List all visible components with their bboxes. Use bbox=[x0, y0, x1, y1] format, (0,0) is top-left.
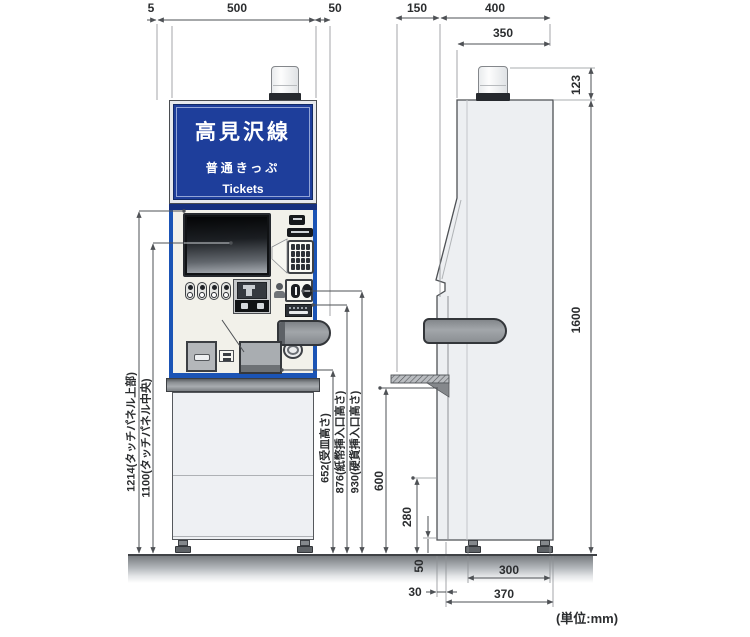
coin-insert-slot bbox=[291, 284, 300, 298]
dim-foot-height: 50 bbox=[412, 559, 426, 573]
function-button-1 bbox=[185, 282, 195, 300]
touch-screen bbox=[183, 213, 271, 277]
dim-side-depth: 400 bbox=[484, 1, 506, 15]
counter-ledge bbox=[166, 378, 320, 392]
lower-cabinet bbox=[172, 392, 314, 540]
change-receive-tray bbox=[239, 341, 282, 374]
sign-ticket-type: 普通きっぷ bbox=[205, 161, 281, 175]
connector-box bbox=[219, 350, 234, 362]
dim-touch-panel-top: 1214(タッチパネル上部) bbox=[125, 372, 138, 492]
dim-front-protrusion: 50 bbox=[328, 1, 342, 15]
keypad-callout bbox=[271, 238, 288, 274]
screen-glass bbox=[187, 217, 267, 273]
units-note: (単位:mm) bbox=[555, 611, 619, 626]
function-button-3 bbox=[209, 282, 219, 300]
sign-frame-strip bbox=[169, 204, 317, 210]
dim-shelf-depth: 150 bbox=[406, 1, 428, 15]
dim-foot-span: 300 bbox=[498, 563, 520, 577]
coin-handling-unit bbox=[277, 320, 331, 346]
dim-base-offset: 30 bbox=[408, 585, 422, 599]
dimension-arrows bbox=[136, 15, 594, 605]
dim-bill-slot-height: 876(紙幣挿入口高さ) bbox=[334, 390, 347, 494]
bill-insert-slot bbox=[285, 304, 312, 317]
dim-front-width: 500 bbox=[226, 1, 248, 15]
notice-label bbox=[287, 228, 313, 237]
side-tray-shelf bbox=[390, 374, 450, 384]
dim-coin-slot-height: 930(硬貨挿入口高さ) bbox=[349, 390, 362, 494]
coin-handling-unit-side bbox=[423, 318, 507, 344]
dim-beacon-height: 123 bbox=[569, 74, 583, 96]
dim-counter-height: 600 bbox=[372, 470, 386, 492]
leader-dots bbox=[182, 209, 415, 480]
dim-base-depth: 370 bbox=[493, 587, 515, 601]
dim-side-upper-depth: 350 bbox=[492, 26, 514, 40]
side-shelf-bracket bbox=[425, 382, 450, 398]
sign-panel: 高見沢線 普通きっぷ Tickets bbox=[173, 104, 313, 200]
side-slope-inner bbox=[441, 199, 462, 280]
side-front-foot bbox=[465, 540, 481, 553]
fare-button-keypad bbox=[287, 240, 314, 274]
ticket-outlet bbox=[235, 300, 269, 312]
extension-lines bbox=[156, 24, 595, 607]
dim-touch-panel-center: 1100(タッチパネル中央) bbox=[140, 378, 153, 498]
fare-label bbox=[289, 215, 305, 225]
dim-front-gap: 5 bbox=[147, 1, 155, 15]
dim-tray-height: 652(受皿高さ) bbox=[319, 413, 332, 483]
warning-beacon-side bbox=[478, 66, 508, 94]
front-right-foot bbox=[297, 540, 313, 553]
function-button-2 bbox=[197, 282, 207, 300]
leader-lines bbox=[139, 210, 438, 389]
sign-line-name: 高見沢線 bbox=[195, 121, 291, 144]
dim-kick-height: 280 bbox=[400, 506, 414, 528]
function-button-4 bbox=[221, 282, 231, 300]
dim-total-height: 1600 bbox=[569, 306, 583, 334]
sign-cabinet: 高見沢線 普通きっぷ Tickets bbox=[169, 100, 317, 204]
side-rear-foot bbox=[537, 540, 553, 553]
beacon-base-front bbox=[269, 93, 301, 101]
sign-ticket-en: Tickets bbox=[222, 182, 264, 196]
card-tray-unit bbox=[186, 341, 217, 372]
front-left-foot bbox=[175, 540, 191, 553]
beacon-base-side bbox=[476, 93, 510, 101]
call-button-icon bbox=[273, 283, 285, 300]
